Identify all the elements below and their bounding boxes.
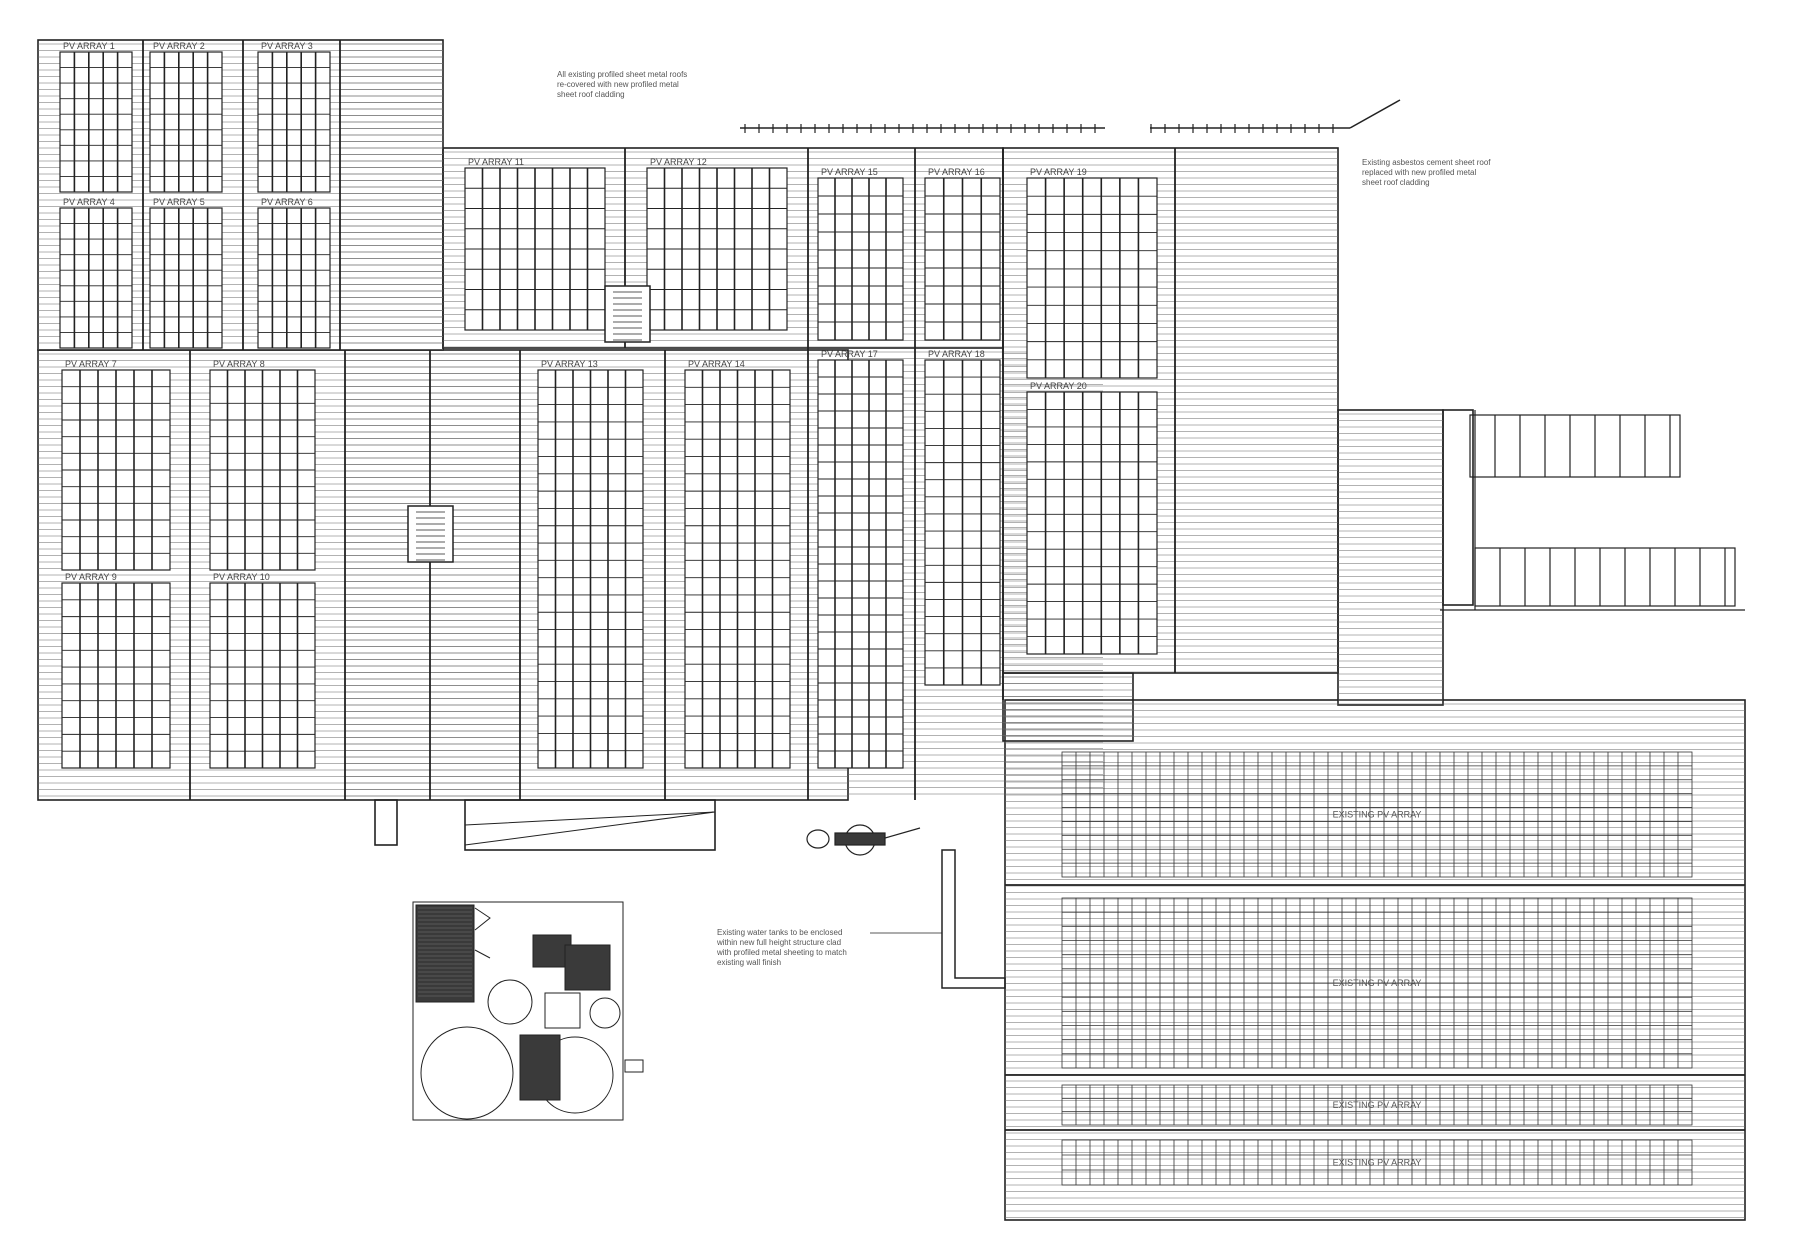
pv-array-label: PV ARRAY 20 bbox=[1030, 381, 1087, 391]
pv-array-label: PV ARRAY 1 bbox=[63, 41, 115, 51]
pv-array-label: PV ARRAY 18 bbox=[928, 349, 985, 359]
roof-section-hatch bbox=[1003, 676, 1133, 736]
misc-details bbox=[142, 40, 1745, 1131]
pv-arrays bbox=[59, 51, 1158, 769]
pv-array-label: PV ARRAY 2 bbox=[153, 41, 205, 51]
pv-array-label: PV ARRAY 14 bbox=[688, 359, 745, 369]
pv-array-a7 bbox=[61, 369, 171, 571]
pv-array-label: PV ARRAY 5 bbox=[153, 197, 205, 207]
pv-array-label: PV ARRAY 11 bbox=[468, 157, 524, 167]
pv-array-a19 bbox=[1026, 177, 1158, 379]
note-water-tanks: Existing water tanks to be enclosed with… bbox=[717, 928, 847, 967]
building-outlines bbox=[37, 39, 1746, 1221]
water-tank-enclosure bbox=[870, 849, 1006, 989]
roof-section-hatch bbox=[340, 43, 443, 350]
existing-pv-array-label: EXISTING PV ARRAY bbox=[1333, 810, 1422, 820]
pv-array-label: PV ARRAY 10 bbox=[213, 572, 270, 582]
pv-array-label: PV ARRAY 3 bbox=[261, 41, 313, 51]
ramp-marking bbox=[464, 811, 716, 846]
site-plan-frame bbox=[412, 901, 624, 1121]
existing-pv-array bbox=[1061, 1139, 1693, 1186]
pv-array-a1 bbox=[59, 51, 133, 193]
gutter-line bbox=[740, 99, 1401, 133]
pv-array-a4 bbox=[59, 207, 133, 349]
pv-array-label: PV ARRAY 16 bbox=[928, 167, 985, 177]
pv-array-a16 bbox=[924, 177, 1001, 341]
pv-array-label: PV ARRAY 17 bbox=[821, 349, 878, 359]
pv-array-a12 bbox=[646, 167, 788, 331]
pv-array-label: PV ARRAY 4 bbox=[63, 197, 115, 207]
pv-array-a14 bbox=[684, 369, 791, 769]
pv-array-label: PV ARRAY 9 bbox=[65, 572, 117, 582]
existing-pv-array bbox=[1061, 751, 1693, 878]
note-metal-roofs: All existing profiled sheet metal roofs … bbox=[557, 70, 688, 99]
existing-pv-array-label: EXISTING PV ARRAY bbox=[1333, 1100, 1422, 1110]
pv-array-a3 bbox=[257, 51, 331, 193]
array-labels: PV ARRAY 1 PV ARRAY 2 PV ARRAY 3 PV ARRAY 4… bbox=[63, 41, 1421, 1168]
canopy-outline bbox=[1442, 409, 1474, 606]
pv-array-label: PV ARRAY 13 bbox=[541, 359, 598, 369]
existing-pv-array-label: EXISTING PV ARRAY bbox=[1333, 1158, 1422, 1168]
lean-to-outline bbox=[1002, 672, 1134, 742]
existing-pv-array-label: EXISTING PV ARRAY bbox=[1333, 978, 1422, 988]
pv-array-a15 bbox=[817, 177, 904, 341]
pv-array-a13 bbox=[537, 369, 644, 769]
roof-hatch-box bbox=[407, 505, 454, 563]
pv-array-a20 bbox=[1026, 391, 1158, 655]
valve-symbol bbox=[806, 824, 921, 856]
pv-array-label: PV ARRAY 19 bbox=[1030, 167, 1087, 177]
roof-section-hatch bbox=[345, 353, 430, 797]
pv-array-a8 bbox=[209, 369, 316, 571]
pv-array-label: PV ARRAY 12 bbox=[650, 157, 707, 167]
pv-array-a18 bbox=[924, 359, 1001, 686]
roof-hatch-box bbox=[604, 285, 651, 343]
pv-array-a6 bbox=[257, 207, 331, 349]
roof-section-hatch bbox=[1338, 413, 1443, 701]
pv-array-label: PV ARRAY 8 bbox=[213, 359, 265, 369]
note-asbestos-roof: Existing asbestos cement sheet roof repl… bbox=[1362, 158, 1491, 187]
existing-pv-array bbox=[1061, 1084, 1693, 1126]
roof-section-hatch bbox=[1005, 703, 1745, 1218]
pv-array-label: PV ARRAY 15 bbox=[821, 167, 878, 177]
small-stair-outline bbox=[374, 799, 398, 846]
pv-array-a17 bbox=[817, 359, 904, 769]
external-canopy bbox=[1440, 410, 1745, 611]
pv-array-label: PV ARRAY 7 bbox=[65, 359, 117, 369]
pv-array-a10 bbox=[209, 582, 316, 769]
existing-array-building-outline bbox=[1004, 699, 1746, 1221]
pv-array-a5 bbox=[149, 207, 223, 349]
pv-array-label: PV ARRAY 6 bbox=[261, 197, 313, 207]
roof-section-hatch bbox=[430, 353, 520, 797]
existing-pv-array bbox=[1061, 897, 1693, 1069]
pv-array-a11 bbox=[464, 167, 606, 331]
existing-pv-arrays bbox=[1061, 751, 1693, 1186]
pv-array-a9 bbox=[61, 582, 171, 769]
site-plan-inset bbox=[415, 904, 644, 1120]
lower-ramp-outline bbox=[464, 799, 716, 851]
pv-array-a2 bbox=[149, 51, 223, 193]
